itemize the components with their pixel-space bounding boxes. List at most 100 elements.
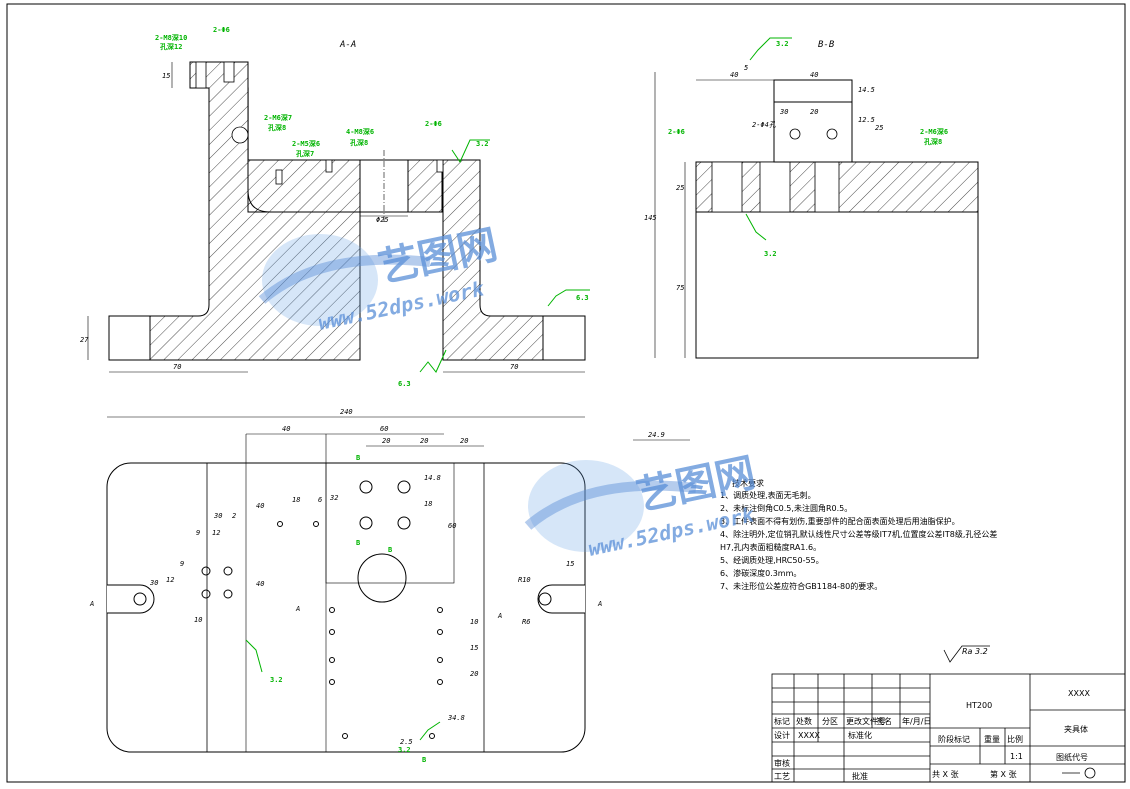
tb-label-design: 设计 (774, 730, 790, 740)
plan-dim-12v: 12 (166, 576, 174, 584)
plan-dim-40: 40 (282, 425, 290, 433)
plan-dim-15: 15 (566, 560, 574, 568)
aa-dim-70-right: 70 (510, 363, 518, 371)
plan-dim-9v: 9 (180, 560, 184, 568)
tb-sheet-no: 第 X 张 (990, 769, 1017, 779)
plan-dim-6: 6 (318, 496, 322, 504)
plan-roughness-1: 3.2 (270, 676, 283, 684)
aa-callout-depth7: 孔深7 (296, 149, 314, 158)
bb-dim-40b: 40 (810, 71, 818, 79)
bb-roughness-1: 3.2 (776, 40, 789, 48)
watermark-1-brand: 艺图网 (375, 222, 502, 292)
aa-callout-m8: 2-M8深10 (155, 33, 187, 42)
tb-label-approve: 批准 (852, 771, 868, 781)
aa-callout-4m8: 4-M8深6 (346, 127, 374, 136)
plan-dim-10: 10 (194, 616, 202, 624)
mark-b-1: B (356, 454, 360, 462)
tb-sheets-total: 共 X 张 (932, 770, 959, 779)
aa-left-wing (109, 316, 150, 360)
aa-roughness-2: 6.3 (398, 380, 411, 388)
plan-dim-r10: R10 (518, 576, 531, 584)
bb-callout-phi6: 2-Φ6 (668, 128, 685, 136)
section-a-a-label: A-A (339, 40, 356, 50)
tb-label-zone: 分区 (822, 717, 838, 726)
plan-dim-30v: 30 (149, 579, 158, 587)
tb-material: HT200 (966, 701, 992, 710)
plan-dim-34-8: 34.8 (447, 714, 465, 722)
aa-callout-phi6: 2-Φ6 (213, 26, 230, 34)
plan-dim-14-8: 14.8 (424, 474, 441, 482)
plan-dim-240: 240 (340, 408, 353, 416)
section-b-b: B-B 40 40 5 14.5 30 20 12.5 25 25 145 75… (644, 38, 978, 358)
mark-a-4: A (497, 612, 502, 620)
mark-b-3: B (388, 546, 392, 554)
aa-dim-70-left: 70 (173, 363, 181, 371)
bb-callout-phi4: 2-Φ4孔 (752, 121, 777, 129)
mark-a-1: A (89, 600, 94, 608)
note-6: 6、渗碳深度0.3mm。 (720, 568, 801, 578)
plan-dim-60v: 60 (448, 522, 456, 530)
aa-callout-m6: 2-M6深7 (264, 113, 292, 122)
section-a-a: A-A 70 70 27 Φ25 15 2-M8深10 孔深12 (80, 26, 590, 388)
aa-bridge (248, 160, 443, 212)
tb-label-weight: 重量 (984, 734, 1000, 744)
bb-dim-40a: 40 (730, 71, 738, 79)
tb-company: XXXX (1068, 689, 1090, 698)
tb-label-count: 处数 (796, 716, 812, 726)
aa-dim-phi25: Φ25 (376, 216, 389, 224)
plan-dim-12: 12 (212, 529, 220, 537)
mark-a-3: A (295, 605, 300, 613)
tb-label-date: 年/月/日 (902, 716, 931, 726)
plan-dim-32: 32 (329, 494, 338, 502)
bb-dim-25b: 25 (676, 184, 684, 192)
bb-dim-5: 5 (744, 64, 748, 72)
tb-scale: 1:1 (1010, 752, 1023, 761)
plan-dim-2-5: 2.5 (400, 738, 413, 746)
tb-label-review: 审核 (774, 758, 790, 768)
plan-dim-2: 2 (232, 512, 236, 520)
plan-dim-20a: 20 (382, 437, 390, 445)
tb-label-process: 工艺 (774, 772, 790, 781)
bb-dim-25a: 25 (875, 124, 883, 132)
tb-designer: XXXX (798, 731, 820, 740)
plan-dim-18: 18 (292, 496, 300, 504)
plan-roughness-2: 3.2 (398, 746, 411, 754)
plan-outline (107, 463, 585, 752)
tb-label-scale: 比例 (1007, 734, 1023, 744)
mark-a-2: A (597, 600, 602, 608)
aa-callout-m5: 2-M5深6 (292, 139, 320, 148)
bb-dim-14-5: 14.5 (858, 86, 875, 94)
tb-label-sign: 签名 (876, 716, 892, 726)
bb-dim-75: 75 (676, 284, 684, 292)
plan-dim-24-9: 24.9 (648, 431, 665, 439)
plan-dim-10v: 10 (470, 618, 478, 626)
note-4-cont: H7,孔内表面粗糙度RA1.6。 (720, 542, 821, 552)
note-5: 5、经调质处理,HRC50-55。 (720, 555, 824, 565)
plan-dim-20v: 20 (470, 670, 478, 678)
tb-label-mark: 标记 (774, 716, 790, 726)
aa-roughness-1: 3.2 (476, 140, 489, 148)
plan-dim-40v1: 40 (256, 502, 264, 510)
roughness-symbol: Ra 3.2 (962, 647, 988, 656)
tb-label-stage: 阶段标记 (938, 734, 970, 744)
bb-dim-20: 20 (810, 108, 818, 116)
bb-dim-145: 145 (644, 214, 657, 222)
section-b-b-label: B-B (818, 40, 835, 50)
tb-label-standard: 标准化 (848, 730, 872, 740)
bb-dim-30: 30 (779, 108, 788, 116)
mark-b-2: B (356, 539, 360, 547)
tb-drawing-code: 图纸代号 (1056, 752, 1088, 762)
note-4: 4、除注明外,定位销孔默认线性尺寸公差等级IT7机,位置度公差IT8级,孔径公差 (720, 529, 997, 539)
aa-callout-phi6b: 2-Φ6 (425, 120, 442, 128)
plan-dim-40v2: 40 (256, 580, 264, 588)
mark-b-4: B (422, 756, 426, 764)
aa-right-wing (543, 316, 585, 360)
aa-dim-15: 15 (162, 72, 170, 80)
aa-callout-depth8: 孔深8 (268, 123, 286, 132)
aa-callout-depth12: 孔深12 (160, 42, 182, 51)
aa-dim-27: 27 (80, 336, 89, 344)
title-block-text: HT200 XXXX 夹具体 图纸代号 标记 处数 分区 更改文件号 签名 年/… (774, 689, 1090, 781)
bb-callout-depth8: 孔深8 (924, 137, 942, 146)
